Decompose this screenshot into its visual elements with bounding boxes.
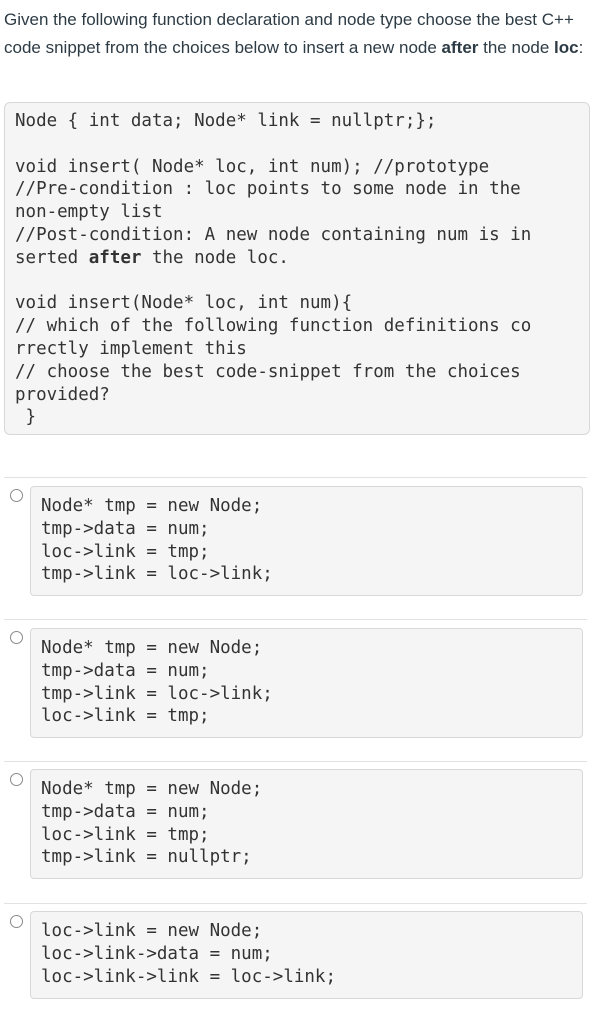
code-line: Node* tmp = new Node;: [41, 779, 263, 799]
option-1-radio[interactable]: [10, 489, 23, 502]
code-line: loc->link->link = loc->link;: [41, 966, 337, 987]
code-line: non-empty list: [15, 202, 163, 223]
code-line: provided?: [15, 384, 110, 405]
question-code-block: Node { int data; Node* link = nullptr;};…: [4, 102, 590, 435]
code-line: rrectly implement this: [15, 338, 247, 359]
option-2-radio[interactable]: [10, 631, 23, 644]
code-line-part: serted: [15, 247, 89, 268]
option-divider: [4, 619, 587, 620]
code-line: Node* tmp = new Node;: [41, 638, 263, 658]
option-divider: [4, 903, 587, 904]
question-middle: the node: [478, 38, 555, 57]
code-line: Node* tmp = new Node;: [41, 496, 263, 516]
code-line: //Post-condition: A new node containing …: [15, 224, 532, 245]
question-text: Given the following function declaration…: [4, 6, 594, 62]
code-line: tmp->link = loc->link;: [41, 683, 273, 704]
option-3-radio[interactable]: [10, 773, 23, 786]
code-line: tmp->link = loc->link;: [41, 564, 273, 585]
option-4-radio[interactable]: [10, 915, 23, 928]
code-line: //Pre-condition : loc points to some nod…: [15, 179, 521, 200]
code-line: serted after the node loc.: [15, 247, 579, 270]
code-line: loc->link->data = num;: [41, 943, 273, 964]
code-line-part: the node loc.: [141, 247, 289, 268]
code-line: }: [15, 407, 37, 428]
code-line: tmp->link = nullptr;: [41, 847, 252, 868]
code-line: loc->link = tmp;: [41, 541, 210, 562]
code-line: void insert(Node* loc, int num){: [15, 293, 353, 314]
code-line: // which of the following function defin…: [15, 316, 532, 337]
code-line: void insert( Node* loc, int num); //prot…: [15, 156, 490, 177]
question-loc-word: loc: [554, 38, 579, 57]
code-line: Node { int data; Node* link = nullptr;};: [15, 111, 437, 131]
code-bold-after: after: [88, 247, 142, 268]
option-2-code[interactable]: Node* tmp = new Node;tmp->data = num;tmp…: [30, 628, 583, 738]
code-line: tmp->data = num;: [41, 660, 210, 681]
option-divider: [4, 477, 587, 478]
option-divider: [4, 761, 587, 762]
question-end: :: [578, 38, 584, 57]
code-line: tmp->data = num;: [41, 801, 210, 822]
question-after-word: after: [441, 38, 479, 57]
option-3-code[interactable]: Node* tmp = new Node;tmp->data = num;loc…: [30, 769, 583, 879]
option-1-code[interactable]: Node* tmp = new Node;tmp->data = num;loc…: [30, 486, 583, 596]
code-line: loc->link = tmp;: [41, 824, 210, 845]
question-intro: Given the following function declaration…: [4, 10, 574, 57]
code-line: tmp->data = num;: [41, 518, 210, 539]
code-line: // choose the best code-snippet from the…: [15, 361, 521, 382]
option-4-code[interactable]: loc->link = new Node;loc->link->data = n…: [30, 911, 583, 999]
code-line: loc->link = tmp;: [41, 706, 210, 727]
code-line: loc->link = new Node;: [41, 921, 263, 941]
